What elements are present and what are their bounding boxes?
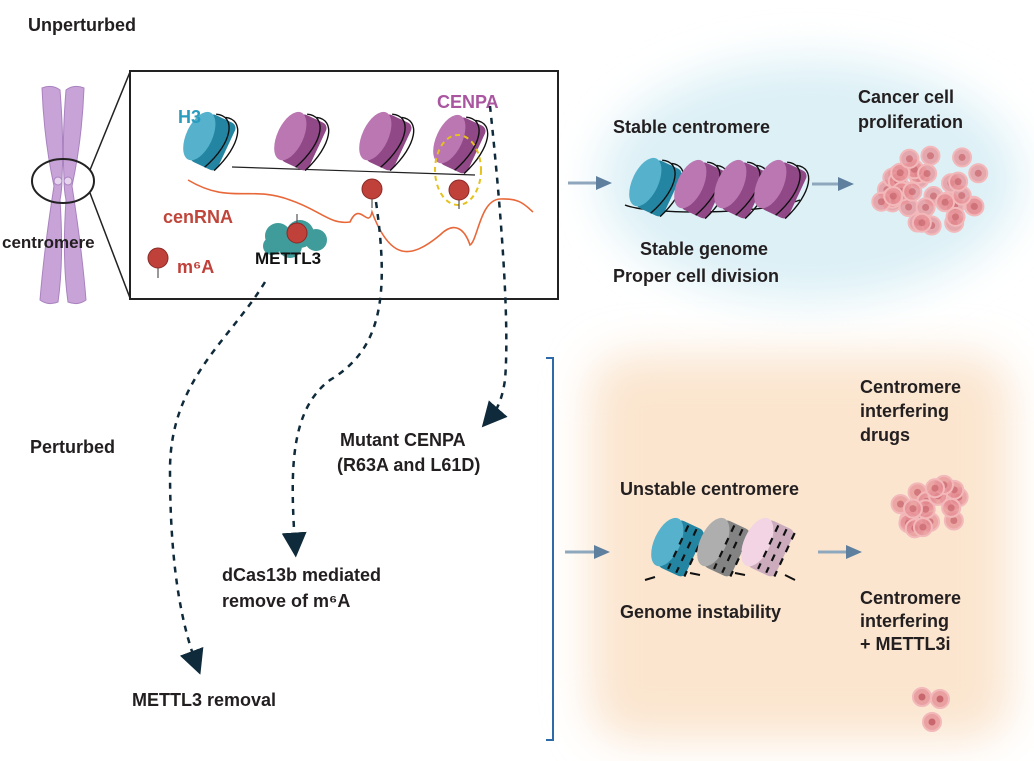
stable-genome-label: Stable genome: [640, 239, 768, 259]
genome-instability-label: Genome instability: [620, 602, 781, 622]
perturbed-background: [590, 355, 1010, 740]
cenpa-highlight: [434, 134, 482, 206]
cenpa-nucleosome-icon: [359, 111, 415, 172]
m6a-legend-label: m⁶A: [177, 257, 214, 277]
unperturbed-background: [600, 60, 1020, 300]
proliferation-label-line2: proliferation: [858, 112, 963, 132]
m6a-mark-icon: [448, 179, 470, 209]
dcas13b-label-line2: remove of m⁶A: [222, 591, 350, 611]
mutant-cenpa-nucleosome-icon: [741, 517, 796, 577]
centromere-label: centromere: [2, 233, 95, 252]
drugs-label-line2: interfering: [860, 401, 949, 421]
chromosome-icon: [39, 85, 87, 305]
dashed-arrow-to-mettl3-removal: [168, 281, 267, 675]
mettl3-label: METTL3: [255, 249, 321, 268]
cenrna-label: cenRNA: [163, 207, 233, 227]
cenpa-nucleosome-icon: [274, 111, 330, 172]
unstable-centromere-label: Unstable centromere: [620, 479, 799, 499]
stable-centromere-label: Stable centromere: [613, 117, 770, 137]
combo-label-line2: interfering: [860, 611, 949, 631]
inset-box: [129, 70, 559, 300]
dashed-arrow-to-dcas13b: [281, 201, 384, 558]
cancer-cell-cluster-icon: [871, 145, 989, 236]
reduced-cell-cluster-icon: [890, 474, 969, 539]
m6a-legend-icon: [147, 247, 169, 278]
section-perturbed: Perturbed: [30, 437, 115, 457]
cenpa-label: CENPA: [437, 92, 499, 112]
arrow-to-unstable-centromere: [565, 545, 610, 559]
few-cells-icon: [912, 687, 950, 732]
arrow-to-outcomes: [818, 545, 862, 559]
m6a-mark-icon: [361, 178, 383, 208]
cenrna-strand: [187, 179, 534, 253]
drugs-label-line1: Centromere: [860, 377, 961, 397]
dashed-arrow-to-mutant-cenpa: [481, 105, 508, 428]
arrow-to-stable-centromere: [568, 176, 612, 190]
dcas13b-label-line1: dCas13b mediated: [222, 565, 381, 585]
mutant-cenpa-label-line2: (R63A and L61D): [337, 455, 480, 475]
h3-nucleosome-icon: [629, 157, 685, 218]
cenpa-nucleosome-icon: [754, 159, 810, 220]
mettl3-removal-label: METTL3 removal: [132, 690, 276, 710]
cenpa-nucleosome-icon: [433, 114, 489, 175]
perturbation-bracket: [546, 357, 554, 741]
combo-label-line3: + METTL3i: [860, 634, 951, 654]
proliferation-label-line1: Cancer cell: [858, 87, 954, 107]
arrow-to-proliferation: [812, 177, 854, 191]
centromere-highlight: [31, 158, 95, 204]
h3-nucleosome-icon: [183, 111, 239, 172]
cenpa-nucleosome-icon: [674, 159, 730, 220]
cenpa-nucleosome-icon: [714, 159, 770, 220]
drugs-label-line3: drugs: [860, 425, 910, 445]
section-unperturbed: Unperturbed: [28, 15, 136, 35]
mutant-cenpa-label-line1: Mutant CENPA: [340, 430, 466, 450]
proper-division-label: Proper cell division: [613, 266, 779, 286]
m6a-mark-icon: [286, 214, 308, 244]
depleted-nucleosome-icon: [697, 517, 752, 577]
h3-label: H3: [178, 107, 201, 127]
h3-nucleosome-icon: [651, 517, 706, 577]
combo-label-line1: Centromere: [860, 588, 961, 608]
